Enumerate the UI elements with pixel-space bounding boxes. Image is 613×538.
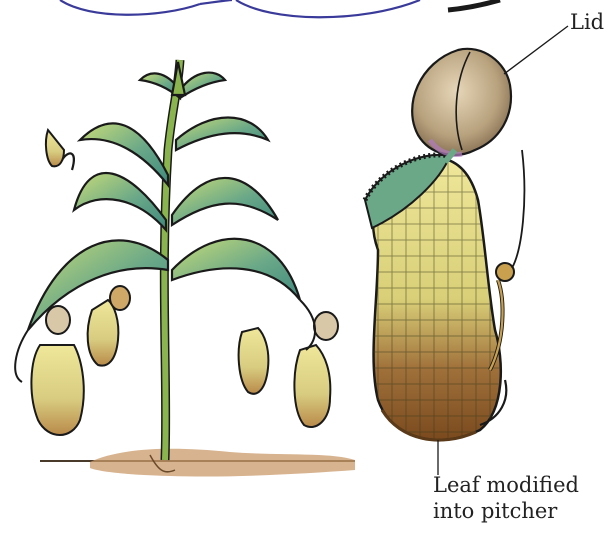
bubble-outline [60,0,500,17]
pitcher-lid [412,49,511,162]
label-pitcher-line1: Leaf modified [433,472,579,498]
label-leaf-modified-into-pitcher: Leaf modified into pitcher [433,472,579,525]
label-pitcher-line2: into pitcher [433,498,579,524]
soil [40,449,355,477]
large-pitcher [365,155,501,440]
label-lid: Lid [570,9,604,35]
